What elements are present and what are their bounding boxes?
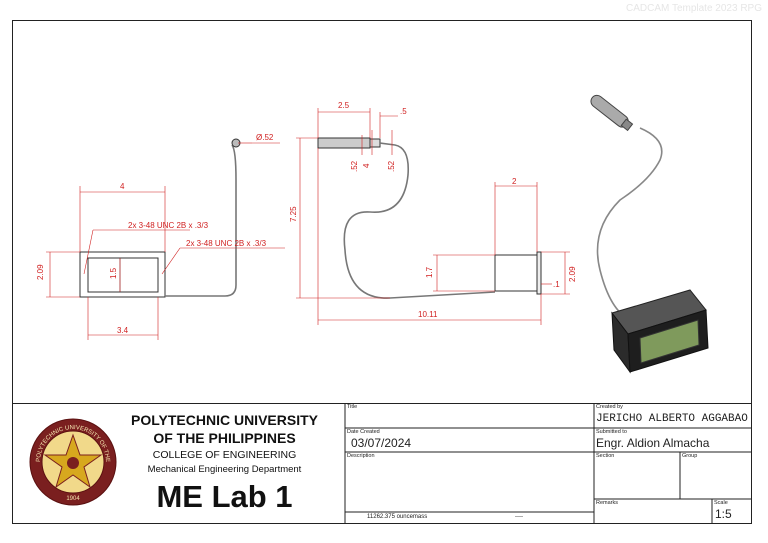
college-name: COLLEGE OF ENGINEERING xyxy=(152,449,297,461)
iso-probe xyxy=(590,94,634,132)
dim-side-box-height: 1.7 xyxy=(425,266,434,278)
dim-front-inner-height: 1.5 xyxy=(109,267,118,279)
dim-thread-note-1: 2x 3-48 UNC 2B x .3/3 xyxy=(128,221,209,230)
university-seal: POLYTECHNIC UNIVERSITY OF THE PHILIPPINE… xyxy=(28,417,117,506)
seal-year: 1904 xyxy=(66,496,80,502)
title-label: Title xyxy=(347,404,358,410)
description-cell: Description xyxy=(345,452,594,512)
group-label: Group xyxy=(682,453,698,459)
submitted-to-label: Submitted to xyxy=(596,429,627,435)
remarks-label: Remarks xyxy=(596,500,619,506)
dim-side-box-flange: .1 xyxy=(553,280,560,289)
created-by-value: JERICHO ALBERTO AGGABAO xyxy=(596,413,748,425)
created-by-label: Created by xyxy=(596,404,623,410)
mass-cell: 11262.375 ouncemass ---- xyxy=(345,512,594,524)
side-view-box-flange xyxy=(536,251,542,295)
title-block-grid xyxy=(12,403,752,524)
remarks-cell: Remarks xyxy=(594,499,712,524)
date-label: Date Created xyxy=(347,429,380,435)
dim-side-box-total-height: 2.09 xyxy=(568,266,577,282)
dim-front-height: 2.09 xyxy=(36,264,45,280)
side-view-cable xyxy=(343,142,496,299)
front-view-outer xyxy=(79,251,166,298)
dim-side-probe-length: 2.5 xyxy=(338,101,350,110)
front-view-cable xyxy=(165,144,237,297)
dim-side-probe-dia-c: .52 xyxy=(387,160,396,172)
mass-value: 11262.375 ouncemass xyxy=(367,514,428,520)
dim-side-probe-dia-b: 4 xyxy=(362,163,371,168)
date-value: 03/07/2024 xyxy=(351,436,412,450)
scale-label: Scale xyxy=(714,500,728,506)
mass-dashes: ---- xyxy=(515,514,523,520)
iso-cable xyxy=(596,127,663,321)
dim-side-probe-end: .5 xyxy=(400,107,407,116)
dim-front-bottom-width: 3.4 xyxy=(117,326,129,335)
side-view xyxy=(317,137,542,299)
front-view-dimensions xyxy=(46,142,285,340)
dim-side-total-length: 10.11 xyxy=(418,310,438,319)
title-block: POLYTECHNIC UNIVERSITY OF THE PHILIPPINE… xyxy=(12,403,752,524)
dim-side-probe-dia-a: .52 xyxy=(350,160,359,172)
university-name-line2: OF THE PHILIPPINES xyxy=(153,430,296,446)
description-label: Description xyxy=(347,453,375,459)
front-view xyxy=(79,138,241,298)
submitted-to-value: Engr. Aldion Almacha xyxy=(596,436,710,450)
department-name: Mechanical Engineering Department xyxy=(147,464,302,475)
dim-thread-note-2: 2x 3-48 UNC 2B x .3/3 xyxy=(186,239,267,248)
university-name-line1: POLYTECHNIC UNIVERSITY xyxy=(131,412,318,428)
section-cell: Section xyxy=(594,452,680,499)
dim-front-width: 4 xyxy=(120,182,125,191)
template-watermark: CADCAM Template 2023 RPG xyxy=(626,3,762,14)
scale-value: 1:5 xyxy=(715,507,732,521)
isometric-view xyxy=(590,94,709,374)
side-view-probe-cap xyxy=(369,138,381,148)
side-view-dimensions xyxy=(296,108,570,325)
side-view-box xyxy=(494,254,538,292)
dim-side-total-height: 7.25 xyxy=(289,206,298,222)
dim-side-box-width: 2 xyxy=(512,177,517,186)
submitted-to-cell: Submitted to Engr. Aldion Almacha xyxy=(594,428,752,452)
section-label: Section xyxy=(596,453,615,459)
front-view-inner xyxy=(87,257,159,293)
group-cell: Group xyxy=(680,452,752,499)
date-cell: Date Created 03/07/2024 xyxy=(345,428,594,452)
lab-title: ME Lab 1 xyxy=(156,479,293,514)
created-by-cell: Created by JERICHO ALBERTO AGGABAO xyxy=(594,403,752,428)
title-cell: Title xyxy=(345,403,594,428)
iso-display-screen xyxy=(639,319,700,364)
dim-diameter: Ø.52 xyxy=(256,133,274,142)
scale-cell: Scale 1:5 xyxy=(712,499,752,524)
